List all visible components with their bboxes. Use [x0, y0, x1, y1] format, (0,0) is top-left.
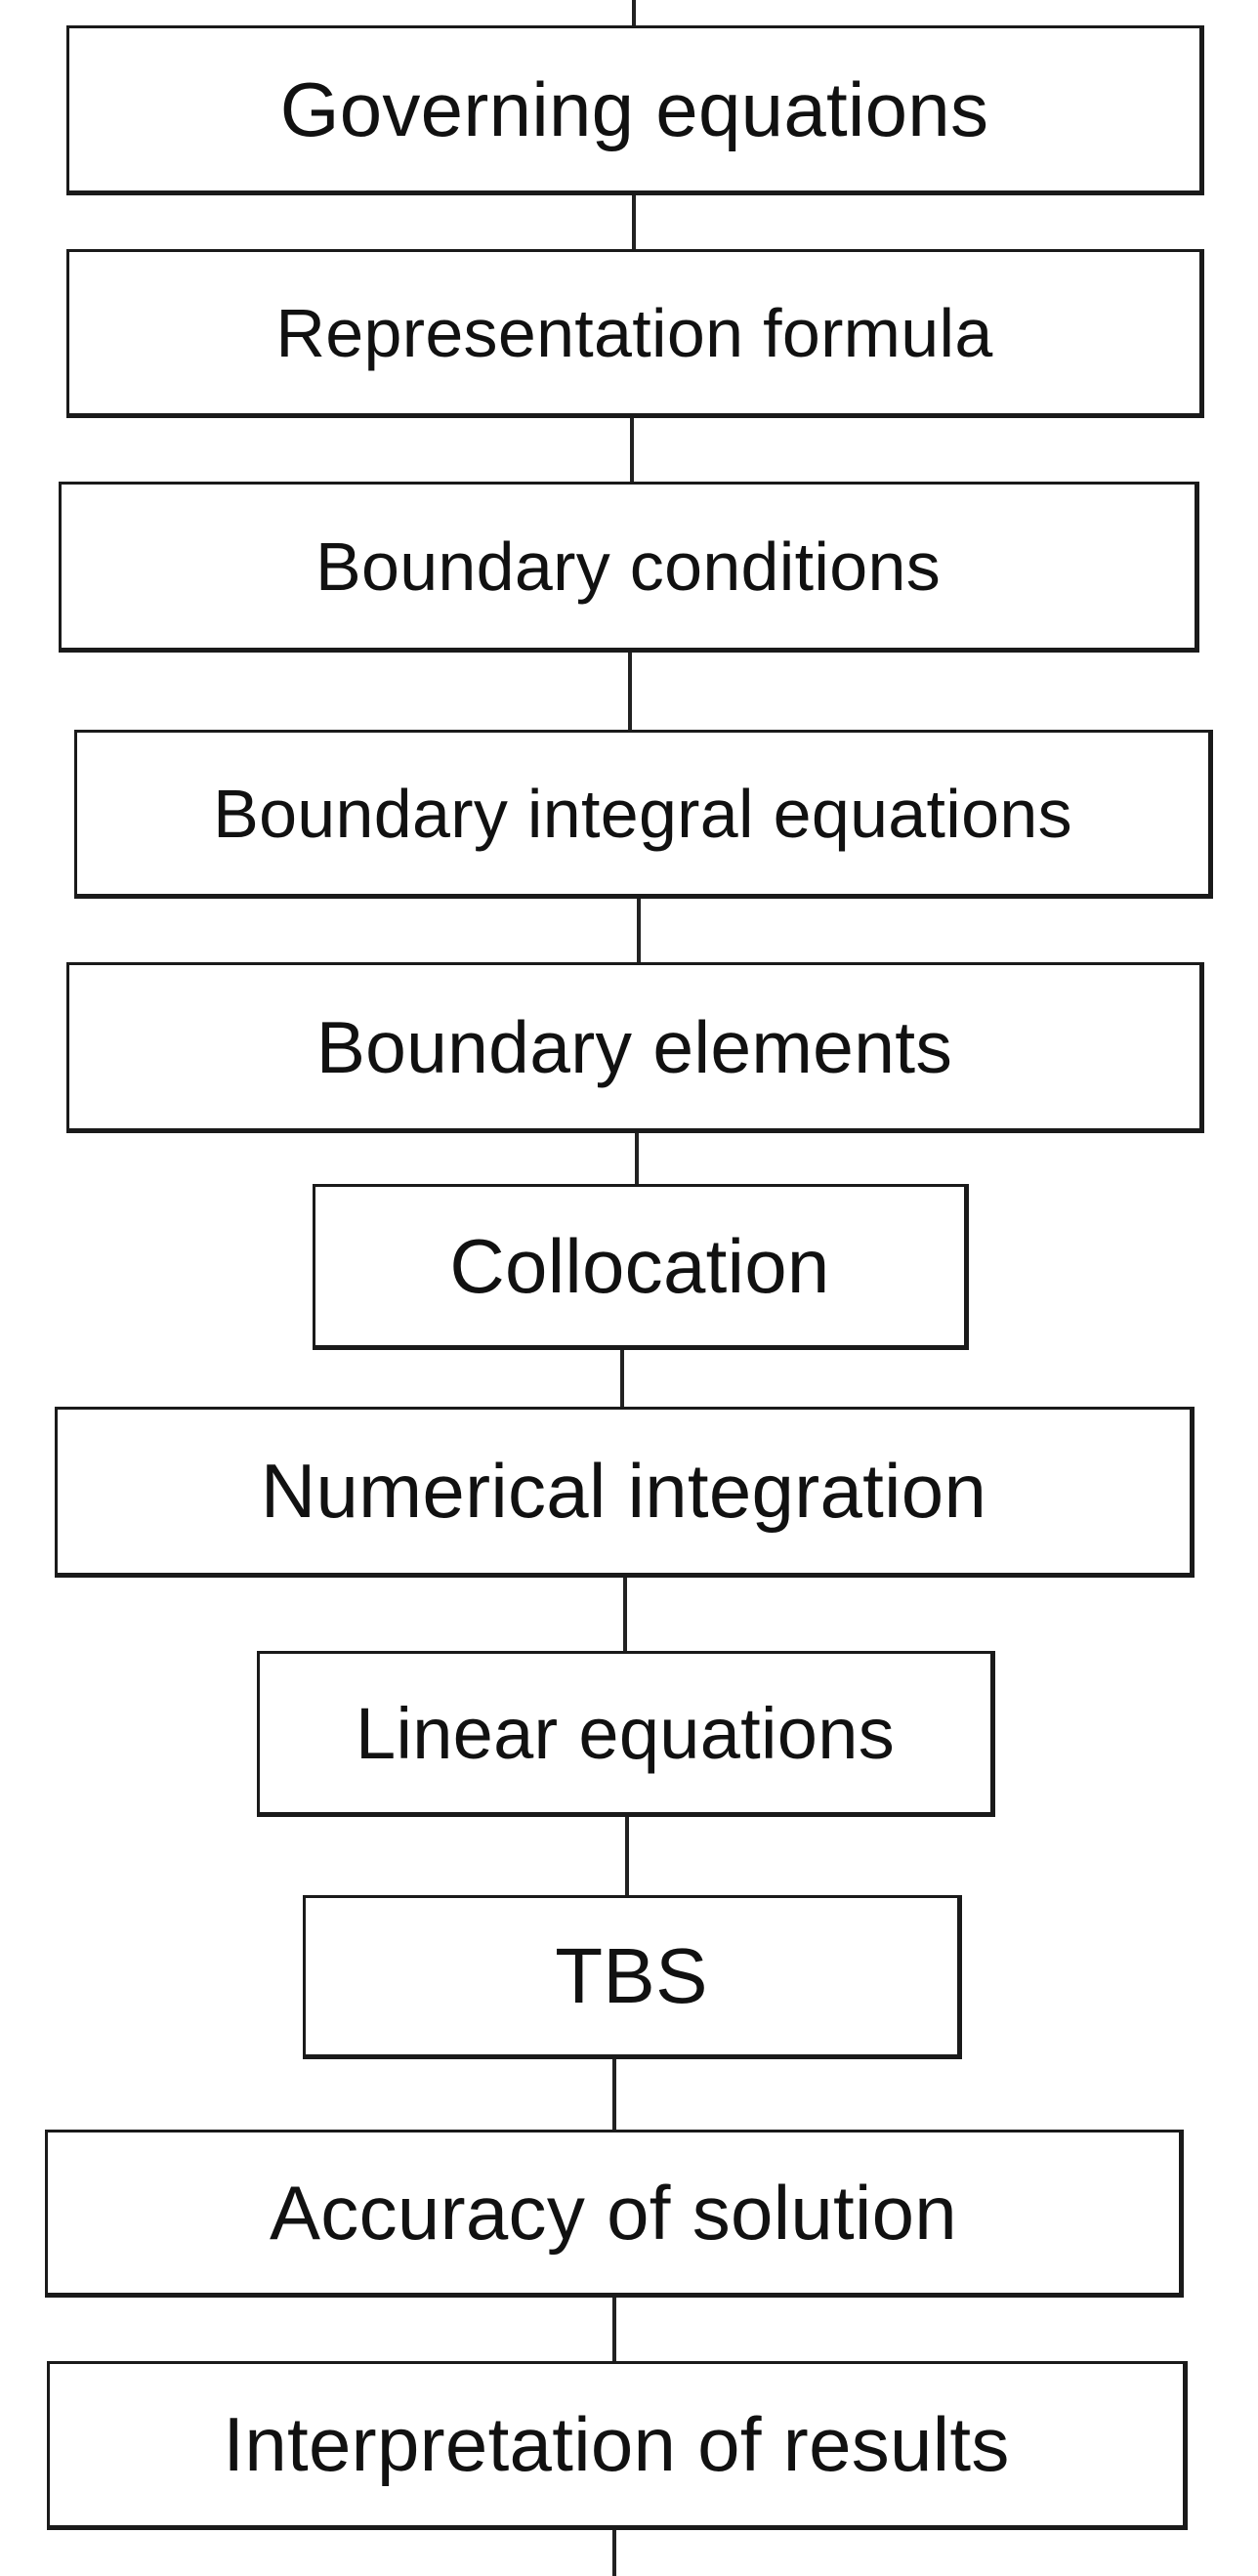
step-label: Collocation [449, 1222, 830, 1309]
connector-line [612, 2525, 616, 2576]
connector-line [623, 1573, 627, 1651]
step-box-linear-equations: Linear equations [257, 1651, 995, 1817]
step-label: Boundary integral equations [213, 775, 1072, 852]
connector-line [637, 894, 641, 962]
step-label: TBS [555, 1932, 708, 2019]
connector-line [630, 413, 634, 482]
connector-line [635, 1128, 639, 1184]
step-label: Representation formula [275, 294, 993, 371]
step-label: Boundary elements [315, 1005, 953, 1088]
step-box-accuracy-of-solution: Accuracy of solution [45, 2130, 1184, 2298]
connector-line [612, 2054, 616, 2130]
step-box-boundary-conditions: Boundary conditions [59, 482, 1199, 653]
step-box-collocation: Collocation [313, 1184, 969, 1350]
connector-line [632, 190, 636, 249]
step-box-interpretation-of-results: Interpretation of results [47, 2361, 1188, 2530]
connector-line [628, 647, 632, 730]
step-box-numerical-integration: Numerical integration [55, 1407, 1195, 1578]
step-label: Boundary conditions [314, 528, 941, 605]
connector-line [620, 1345, 624, 1407]
step-label: Numerical integration [260, 1448, 987, 1534]
step-box-boundary-elements: Boundary elements [66, 962, 1204, 1133]
step-label: Linear equations [356, 1692, 895, 1774]
step-box-governing-equations: Governing equations [66, 25, 1204, 195]
step-box-representation-formula: Representation formula [66, 249, 1204, 418]
connector-line [632, 0, 636, 25]
step-label: Accuracy of solution [269, 2169, 957, 2256]
step-label: Governing equations [279, 65, 989, 152]
connector-line [612, 2293, 616, 2361]
step-box-tbs: TBS [303, 1895, 962, 2059]
connector-line [625, 1812, 629, 1895]
step-box-boundary-integral-equations: Boundary integral equations [74, 730, 1213, 899]
step-label: Interpretation of results [223, 2401, 1010, 2487]
